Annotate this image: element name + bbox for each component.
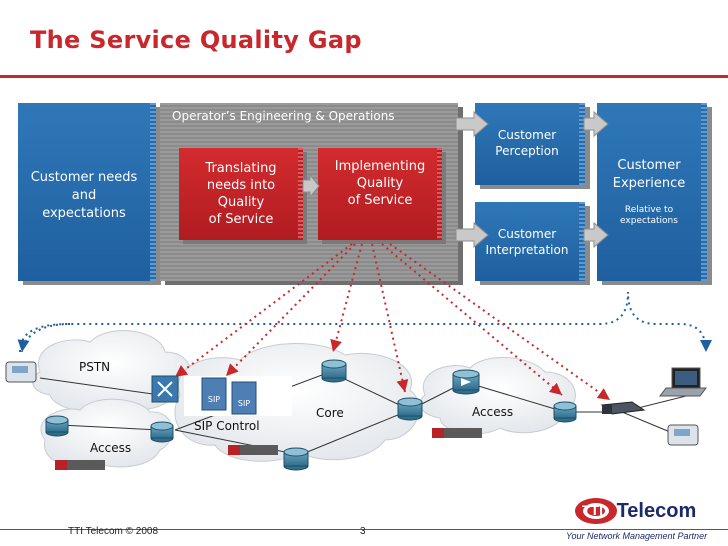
access-left-cloud <box>40 398 173 468</box>
customer-interpretation-box: Customer Interpretation <box>475 202 585 281</box>
access-right-cloud <box>419 357 576 435</box>
implementing-box: Implementing Quality of Service <box>318 148 442 240</box>
logo-tagline: Your Network Management Partner <box>566 531 708 541</box>
perception-line-2: Perception <box>495 144 559 158</box>
experience-line-1: Customer <box>617 158 681 173</box>
access-device-icon <box>228 445 278 455</box>
implementing-line-2: Quality <box>356 176 404 191</box>
experience-note-line-1: Relative to <box>624 205 674 215</box>
translating-line-4: of Service <box>208 212 274 227</box>
router-icon <box>150 421 174 443</box>
interpretation-line-1: Customer <box>497 227 557 241</box>
gateway-icon <box>151 375 179 403</box>
customer-experience-box: Customer Experience Relative to expectat… <box>597 103 707 281</box>
pstn-label: PSTN <box>79 360 111 374</box>
access-device-icon <box>432 428 482 438</box>
core-label: Core <box>316 406 344 420</box>
sip-control-label: SIP Control <box>194 419 260 433</box>
router-icon <box>45 415 69 437</box>
translating-line-1: Translating <box>205 161 277 176</box>
title-divider <box>0 75 728 78</box>
logo-text: TTI Telecom <box>576 500 696 523</box>
core-cloud <box>174 343 420 462</box>
interpretation-line-2: Interpretation <box>485 243 569 257</box>
perception-line-1: Customer <box>497 128 557 142</box>
switch-icon <box>452 369 480 395</box>
customer-needs-line-1: Customer needs <box>30 170 138 185</box>
page-title: The Service Quality Gap <box>30 26 362 54</box>
router-icon <box>553 401 577 423</box>
customer-needs-line-3: expectations <box>42 206 126 221</box>
logo-tti: TTI <box>582 502 603 518</box>
laptop-icon <box>659 367 707 397</box>
svg-text:SIP: SIP <box>238 399 250 408</box>
router-icon <box>397 397 423 421</box>
customer-perception-box: Customer Perception <box>475 103 585 185</box>
experience-line-2: Experience <box>612 176 686 191</box>
access-device-icon <box>55 460 105 470</box>
operator-label: Operator’s Engineering & Operations <box>172 109 395 123</box>
router-icon <box>283 447 309 471</box>
customer-needs-box: Customer needs and expectations <box>18 103 156 281</box>
access-right-label: Access <box>472 405 514 419</box>
implementing-line-1: Implementing <box>334 159 426 174</box>
experience-note-line-2: expectations <box>620 216 678 226</box>
pstn-cloud <box>32 330 192 413</box>
phone-icon <box>667 424 699 446</box>
customer-needs-line-2: and <box>71 188 97 203</box>
router-icon <box>321 359 347 383</box>
access-left-label: Access <box>90 441 132 455</box>
network-links <box>39 371 691 456</box>
footer-divider <box>0 529 728 530</box>
customer-bracket <box>19 291 712 353</box>
footer-copyright: TTI Telecom © 2008 <box>68 526 158 537</box>
implementing-line-3: of Service <box>347 193 413 208</box>
page-number: 3 <box>360 526 366 537</box>
svg-text:SIP: SIP <box>208 395 220 404</box>
logo-telecom: Telecom <box>616 500 697 522</box>
modem-icon <box>600 401 646 415</box>
phone-icon <box>5 361 37 383</box>
translating-line-2: needs into <box>206 178 276 193</box>
translating-line-3: Quality <box>217 195 265 210</box>
sip-servers-icon: SIP SIP <box>184 376 292 416</box>
translating-box: Translating needs into Quality of Servic… <box>179 148 303 240</box>
